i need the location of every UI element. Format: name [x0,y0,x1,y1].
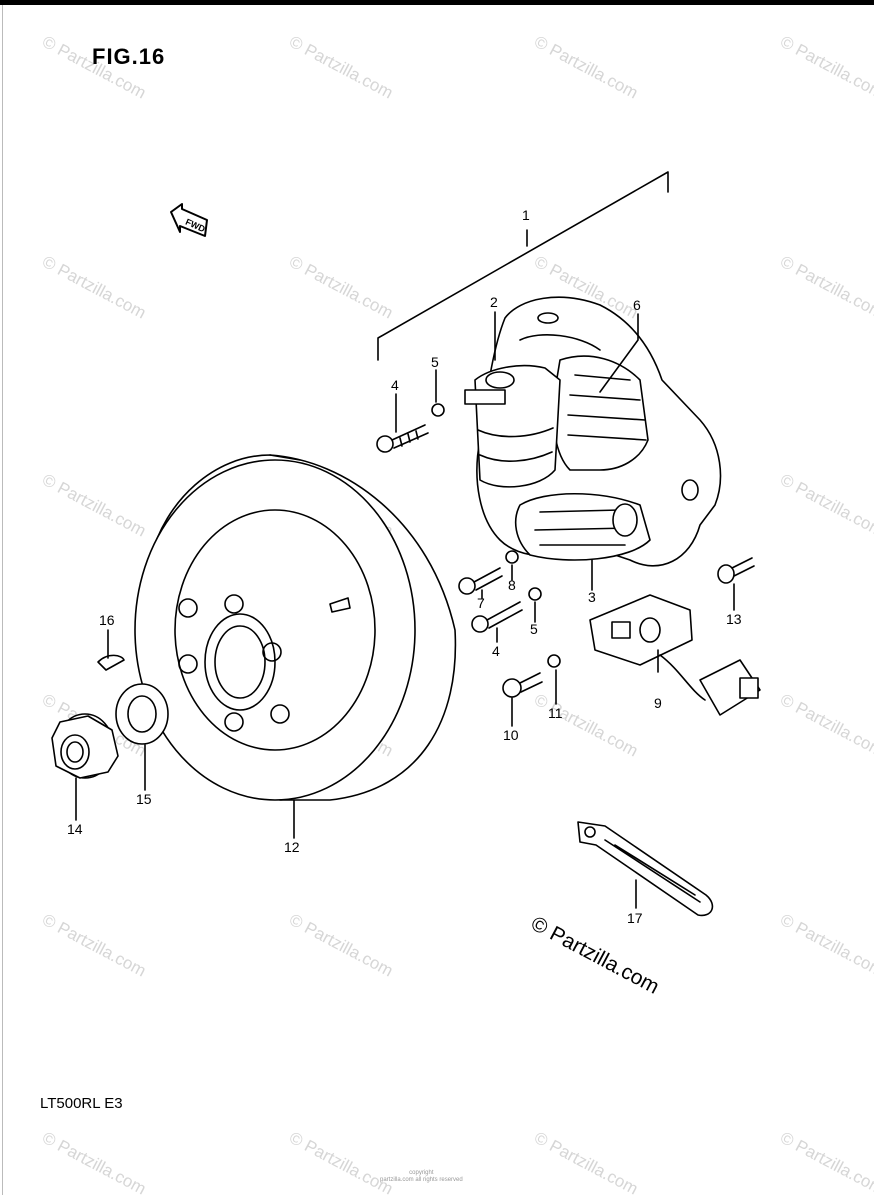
callout-2: 2 [490,294,498,310]
screw-4-lower [471,601,523,633]
callout-5-upper: 5 [431,354,439,370]
callout-12: 12 [284,839,300,855]
flywheel-rotor [134,454,457,801]
callout-3: 3 [588,589,596,605]
woodruff-key [97,654,125,671]
figure-title: FIG.16 [92,44,166,69]
callout-10: 10 [503,727,519,743]
exciter-coil [514,492,651,561]
screw-7 [458,567,503,595]
group-bracket [377,171,669,361]
callout-15: 15 [136,791,152,807]
callout-4-upper: 4 [391,377,399,393]
callout-16: 16 [99,612,115,628]
charging-coil [464,364,561,488]
callout-8: 8 [508,577,516,593]
washer-15 [115,683,169,745]
washer-11 [547,654,561,668]
lead-wire-clamp [577,821,714,917]
callout-17: 17 [627,910,643,926]
callout-4-lower: 4 [492,643,500,659]
washer-5-lower [528,587,542,601]
footer-small-print: copyright partzilla.com all rights reser… [380,1170,463,1183]
screw-13 [717,557,755,584]
screw-4-upper [376,424,429,453]
callout-11: 11 [548,705,563,721]
callout-7: 7 [477,595,485,611]
model-code: LT500RL E3 [40,1095,123,1112]
top-border [0,0,874,5]
callout-13: 13 [726,611,742,627]
callout-14: 14 [67,821,83,837]
flange-nut [51,713,119,779]
pickup-coil [589,594,761,716]
washer-5-upper [431,403,445,417]
fwd-arrow-icon [170,203,208,237]
callout-6: 6 [633,297,641,313]
washer-8 [505,550,519,564]
screw-10 [502,672,543,698]
left-border [2,5,3,1195]
callout-1: 1 [522,207,530,223]
callout-9: 9 [654,695,662,711]
callout-5-lower: 5 [530,621,538,637]
